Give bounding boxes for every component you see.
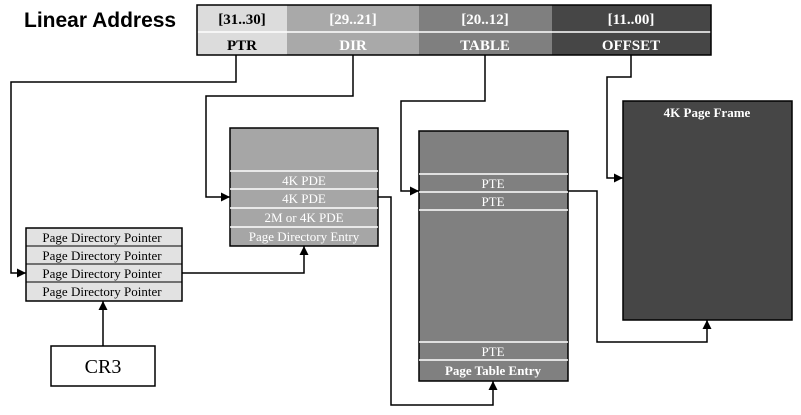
address-name-table: TABLE [460, 38, 510, 54]
address-field-offset [552, 5, 711, 55]
address-bits-dir: [29..21] [329, 12, 377, 28]
pt-to-frame-arrow [568, 190, 712, 343]
address-field-dir [287, 5, 419, 55]
pte-row: PTE [481, 176, 504, 191]
connectors [10, 55, 712, 406]
pdpt-to-pd-arrow [182, 246, 309, 274]
pdpt-row: Page Directory Pointer [42, 230, 162, 245]
address-field-ptr [197, 5, 287, 55]
address-register-border [196, 4, 712, 56]
address-bits-ptr: [31..30] [218, 12, 266, 28]
diagram-title: Linear Address [24, 9, 176, 32]
pdpt-row: Page Directory Pointer [42, 248, 162, 263]
pde-row: 2M or 4K PDE [264, 210, 343, 225]
address-bits-table: [20..12] [461, 12, 509, 28]
linear-address-register: [31..30] PTR [29..21] DIR [20..12] TABLE… [196, 4, 712, 56]
pde-row: Page Directory Entry [249, 229, 360, 244]
offset-arrow [606, 55, 632, 183]
pde-row: 4K PDE [282, 191, 326, 206]
address-name-ptr: PTR [227, 38, 257, 54]
address-name-dir: DIR [339, 38, 367, 54]
pd-to-pt-arrow [378, 196, 498, 406]
ptr-arrow [10, 55, 237, 278]
page-table: PTE PTE PTE Page Table Entry [418, 130, 569, 382]
page-directory-pointer-table: Page Directory Pointer Page Directory Po… [25, 227, 183, 302]
pte-row: Page Table Entry [445, 363, 542, 378]
pdpt-row: Page Directory Pointer [42, 284, 162, 299]
page-frame: 4K Page Frame [622, 100, 793, 321]
cr3-label: CR3 [85, 356, 122, 378]
page-frame-label: 4K Page Frame [664, 105, 751, 120]
address-field-table [419, 5, 552, 55]
address-bits-offset: [11..00] [608, 12, 655, 28]
table-arrow [400, 55, 486, 196]
pde-row: 4K PDE [282, 173, 326, 188]
address-name-offset: OFFSET [602, 38, 660, 54]
dir-arrow [205, 55, 354, 202]
pte-row: PTE [481, 194, 504, 209]
cr3-register: CR3 [50, 345, 156, 387]
page-directory: 4K PDE 4K PDE 2M or 4K PDE Page Director… [229, 127, 379, 247]
pte-row: PTE [481, 344, 504, 359]
pdpt-row: Page Directory Pointer [42, 266, 162, 281]
